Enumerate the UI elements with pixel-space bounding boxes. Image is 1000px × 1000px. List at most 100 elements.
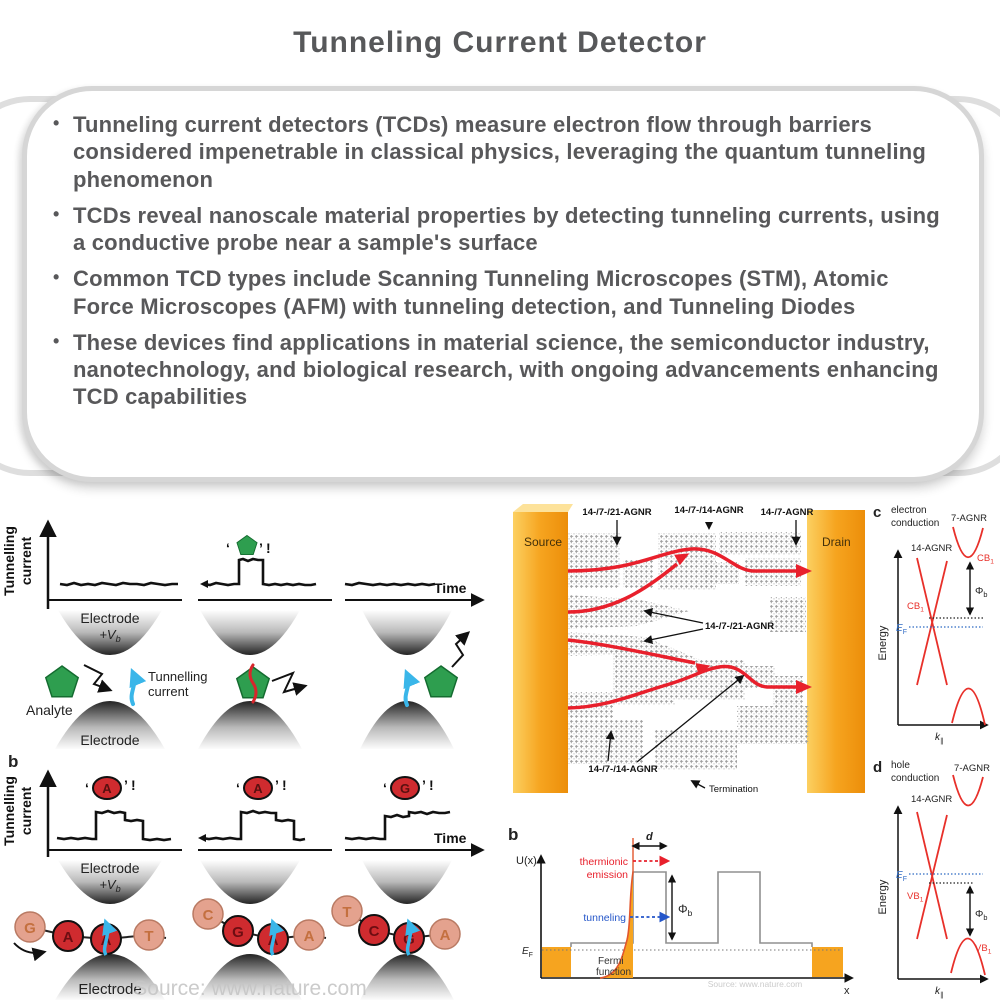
- binding-squiggle: [248, 663, 258, 704]
- potential-profile: [570, 871, 813, 947]
- agnr14-label: 14-AGNR: [911, 794, 952, 805]
- dna-strand: C G A A: [192, 898, 325, 956]
- top-electrode: [58, 860, 162, 904]
- bottom-electrode: [360, 954, 454, 1000]
- base-call-annotation: ‘ G ’ !: [383, 776, 434, 800]
- drain-arrowhead: [796, 564, 812, 578]
- base-letter: G: [400, 781, 410, 796]
- y-axis-label: Tunnelling: [1, 776, 17, 846]
- k-axis-label: k∥: [935, 732, 944, 745]
- svg-text:C: C: [369, 923, 380, 940]
- y-axis-label: Tunnelling: [1, 526, 17, 596]
- left-contact: [542, 947, 571, 977]
- bottom-electrode: [198, 701, 302, 749]
- trace-flat-1: [59, 581, 178, 587]
- vb-label: +Vb: [99, 627, 120, 644]
- bullet-list: Tunneling current detectors (TCDs) measu…: [27, 91, 979, 411]
- panel-d-label: d: [873, 759, 882, 776]
- svg-text:G: G: [232, 924, 244, 941]
- phi-label: Φb: [975, 908, 987, 922]
- phi-label: Φb: [975, 585, 987, 599]
- figure-hole-conduction: d hole conduction Energy k∥ 7-AGNR 14-AG…: [873, 759, 992, 999]
- analyte-label: Analyte: [26, 702, 73, 718]
- merge-arrowhead: [695, 663, 711, 675]
- pulse-quote-close: ’ !: [259, 540, 271, 556]
- panel-d-title: hole: [891, 760, 910, 771]
- gnr-label: 14-/7-/21-AGNR: [582, 507, 651, 518]
- quote: ‘: [85, 780, 89, 796]
- trace-step-3: [344, 810, 451, 841]
- merge-arrowhead: [674, 553, 690, 566]
- vb-parabola: [951, 687, 986, 726]
- u-axis-label: U(x): [516, 855, 537, 867]
- bullet-item: Common TCD types include Scanning Tunnel…: [53, 265, 953, 320]
- gnr-label: 14-/7-/14-AGNR: [588, 764, 657, 775]
- analyte-pentagon-icon: [45, 665, 79, 698]
- vb1-right-label: VB1: [975, 943, 992, 956]
- top-electrode: [200, 610, 300, 655]
- figure-agnr-network: Source Drain: [513, 504, 865, 795]
- dirac-cone: [916, 560, 948, 686]
- dna-strand: T C G A: [331, 895, 461, 956]
- vb-parabola: [950, 937, 986, 976]
- electrode-top-label: Electrode: [80, 860, 139, 876]
- source-label: Source: [524, 535, 562, 549]
- panel-d-title: conduction: [891, 773, 939, 784]
- bullet-item: TCDs reveal nanoscale material propertie…: [53, 202, 953, 257]
- bottom-electrode: [55, 954, 165, 1000]
- top-electrode: [362, 860, 452, 904]
- tunnel-label: Tunnelling: [148, 669, 208, 684]
- svg-text:A: A: [304, 928, 315, 945]
- svg-text:T: T: [144, 928, 153, 945]
- svg-text:T: T: [342, 904, 351, 921]
- gnr-label: 14-/7-/21-AGNR: [705, 621, 774, 632]
- trace-step-2: [201, 809, 306, 842]
- panel-b: b Tunnelling current Time ‘ A ’ ! ‘ A: [1, 752, 485, 1000]
- diffusion-arrow: [83, 664, 113, 693]
- bullet-item: These devices find applications in mater…: [53, 329, 953, 411]
- watermark: Source: www.nature.com: [708, 979, 802, 989]
- figure-potential-barrier: b U(x) x EF d thermionic emission tunnel…: [508, 825, 854, 997]
- tunnel-current-arrow: [403, 669, 421, 707]
- panel-c-label: c: [873, 504, 881, 521]
- base-call-annotation: ‘ A ’ !: [236, 776, 287, 800]
- cb-parabola-7agnr: [952, 526, 984, 559]
- bottom-electrode: [360, 701, 454, 749]
- time-label: Time: [434, 830, 467, 846]
- svg-text:A: A: [63, 929, 74, 946]
- cb1-left-label: CB1: [907, 601, 924, 614]
- y-axis-label: current: [18, 537, 34, 586]
- svg-text:A: A: [440, 927, 451, 944]
- y-axis-label: current: [18, 787, 34, 836]
- quote: ’ !: [275, 777, 287, 793]
- tunneling-label: tunneling: [583, 912, 626, 924]
- analyte-pentagon-icon: [424, 665, 458, 698]
- panel-c-title: conduction: [891, 518, 939, 529]
- gnr-mosaic: [568, 532, 809, 770]
- fermi-distribution-curve: [599, 871, 634, 979]
- trace-pulse: [203, 557, 317, 587]
- cb-parabola-7agnr: [952, 774, 984, 807]
- panel-a: Tunnelling current Time ‘ ’ ! Electrode …: [1, 519, 485, 749]
- base-badge: [92, 776, 122, 800]
- strand-motion-arrow: [13, 942, 47, 962]
- gnr-label: 14-/7-AGNR: [761, 507, 814, 518]
- top-electrode: [362, 610, 452, 655]
- k-axis-label: k∥: [935, 986, 944, 999]
- right-contact: [812, 947, 843, 977]
- drain-label: Drain: [822, 535, 851, 549]
- agnr7-label: 7-AGNR: [954, 763, 990, 774]
- quote: ‘: [383, 780, 387, 796]
- figure-electron-conduction: c electron conduction Energy k∥ 7-AGNR C…: [873, 504, 994, 745]
- tunnel-current-arrow: [102, 918, 118, 956]
- source-top-bevel: [513, 504, 573, 512]
- drain-arrowhead: [796, 680, 812, 694]
- drain-electrode: [807, 510, 865, 793]
- top-electrode: [58, 610, 162, 655]
- dna-strand: G A A T: [14, 911, 165, 956]
- page-title: Tunneling Current Detector: [293, 26, 707, 59]
- electrode-bottom-label: Electrode: [80, 732, 139, 748]
- bottom-electrode: [55, 701, 165, 749]
- energy-axis-label: Energy: [877, 879, 889, 914]
